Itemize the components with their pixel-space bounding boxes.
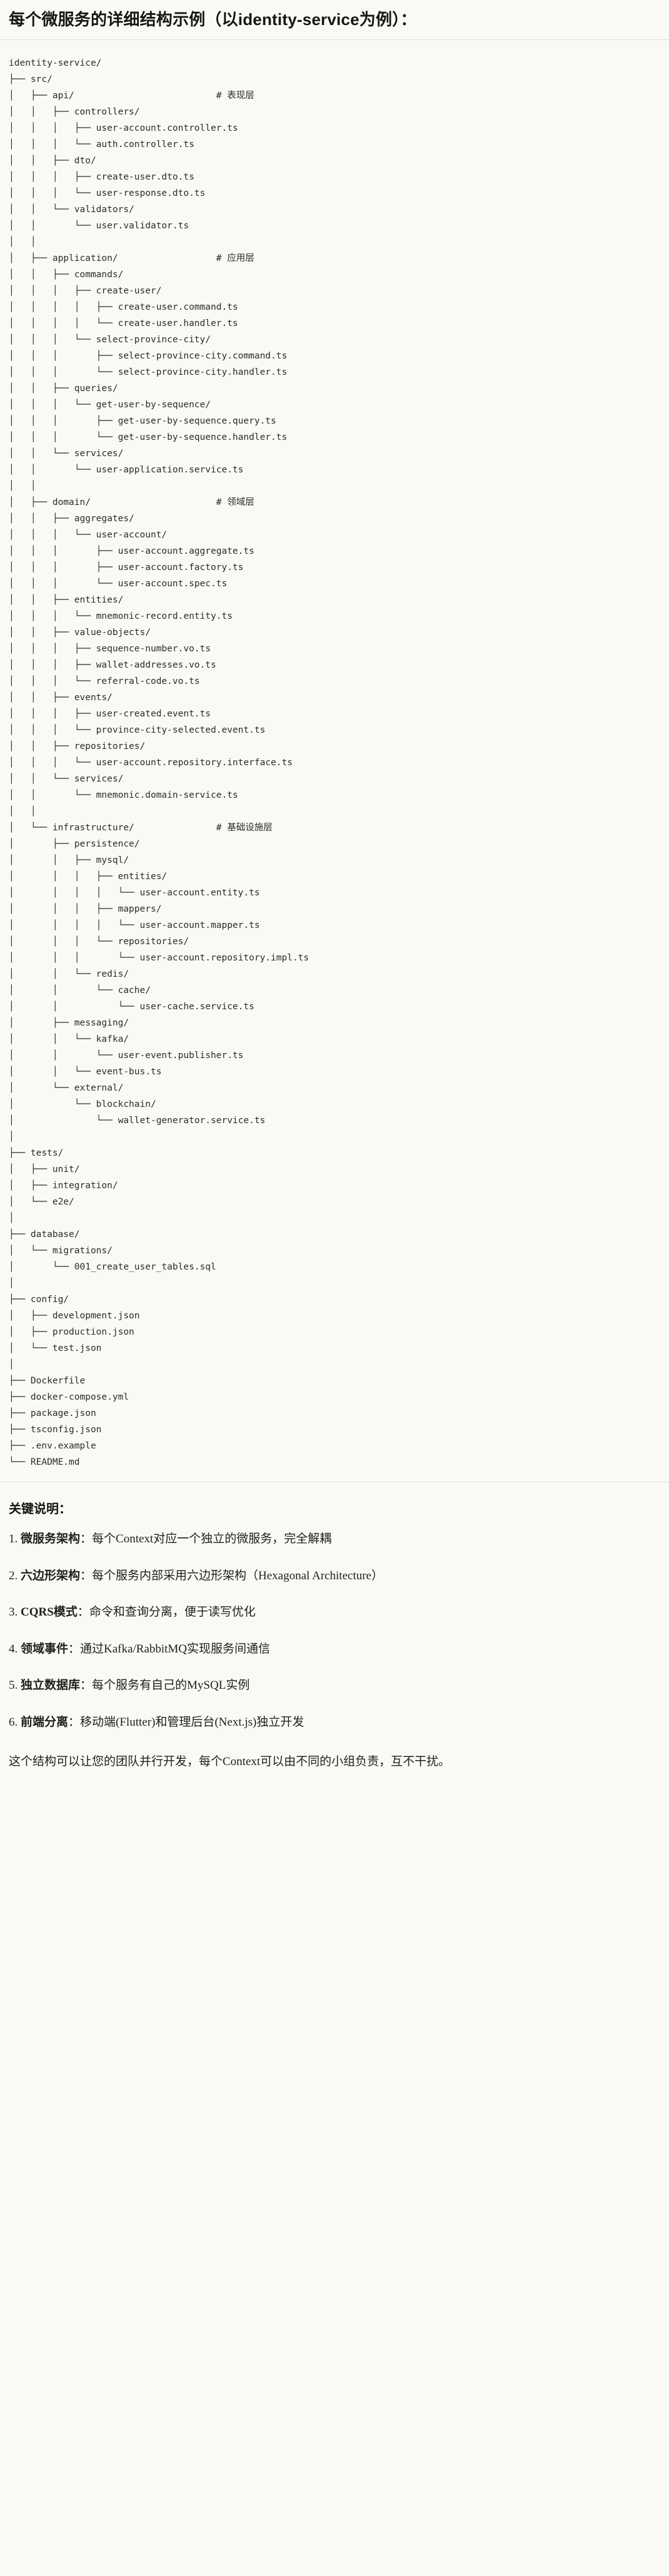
title-divider — [0, 39, 669, 41]
note-number: 1. — [9, 1532, 18, 1546]
key-notes-section: 关键说明： 1. 微服务架构：每个Context对应一个独立的微服务，完全解耦 … — [0, 1499, 669, 1771]
directory-tree-block: identity-service/ ├── src/ │ ├── api/ # … — [0, 40, 669, 1482]
note-lead: 领域事件 — [21, 1642, 69, 1656]
note-body: 每个Context对应一个独立的微服务，完全解耦 — [92, 1532, 332, 1546]
note-lead: CQRS模式 — [21, 1606, 78, 1619]
note-separator: ： — [80, 1679, 93, 1693]
note-lead: 微服务架构 — [21, 1532, 81, 1546]
note-separator: ： — [68, 1642, 81, 1656]
note-item: 3. CQRS模式：命令和查询分离，便于读写优化 — [9, 1604, 660, 1622]
note-item: 4. 领域事件：通过Kafka/RabbitMQ实现服务间通信 — [9, 1641, 660, 1659]
note-separator: ： — [80, 1532, 93, 1546]
note-body: 移动端(Flutter)和管理后台(Next.js)独立开发 — [80, 1715, 304, 1729]
note-number: 5. — [9, 1679, 18, 1693]
note-body: 命令和查询分离，便于读写优化 — [89, 1606, 256, 1619]
note-item: 1. 微服务架构：每个Context对应一个独立的微服务，完全解耦 — [9, 1530, 660, 1549]
note-item: 6. 前端分离：移动端(Flutter)和管理后台(Next.js)独立开发 — [9, 1714, 660, 1732]
note-item: 2. 六边形架构：每个服务内部采用六边形架构（Hexagonal Archite… — [9, 1567, 660, 1586]
page-title: 每个微服务的详细结构示例（以identity-service为例）： — [9, 10, 417, 29]
note-lead: 六边形架构 — [21, 1569, 81, 1582]
note-body: 通过Kafka/RabbitMQ实现服务间通信 — [80, 1642, 271, 1656]
note-number: 3. — [9, 1606, 18, 1619]
note-number: 4. — [9, 1642, 18, 1656]
note-number: 6. — [9, 1715, 18, 1729]
note-number: 2. — [9, 1569, 18, 1582]
key-notes-heading: 关键说明： — [9, 1502, 71, 1517]
note-body: 每个服务有自己的MySQL实例 — [92, 1679, 250, 1693]
bottom-padding — [0, 1788, 669, 1800]
note-separator: ： — [77, 1606, 89, 1619]
note-separator: ： — [80, 1569, 93, 1582]
note-item: 5. 独立数据库：每个服务有自己的MySQL实例 — [9, 1677, 660, 1695]
closing-paragraph: 这个结构可以让您的团队并行开发，每个Context可以由不同的小组负责，互不干扰… — [9, 1755, 451, 1769]
note-lead: 独立数据库 — [21, 1679, 81, 1693]
document-page: 每个微服务的详细结构示例（以identity-service为例）： ident… — [0, 10, 669, 1800]
directory-tree: identity-service/ ├── src/ │ ├── api/ # … — [9, 58, 309, 1468]
note-separator: ： — [68, 1715, 81, 1729]
note-lead: 前端分离 — [21, 1715, 69, 1729]
note-body: 每个服务内部采用六边形架构（Hexagonal Architecture） — [92, 1569, 383, 1582]
